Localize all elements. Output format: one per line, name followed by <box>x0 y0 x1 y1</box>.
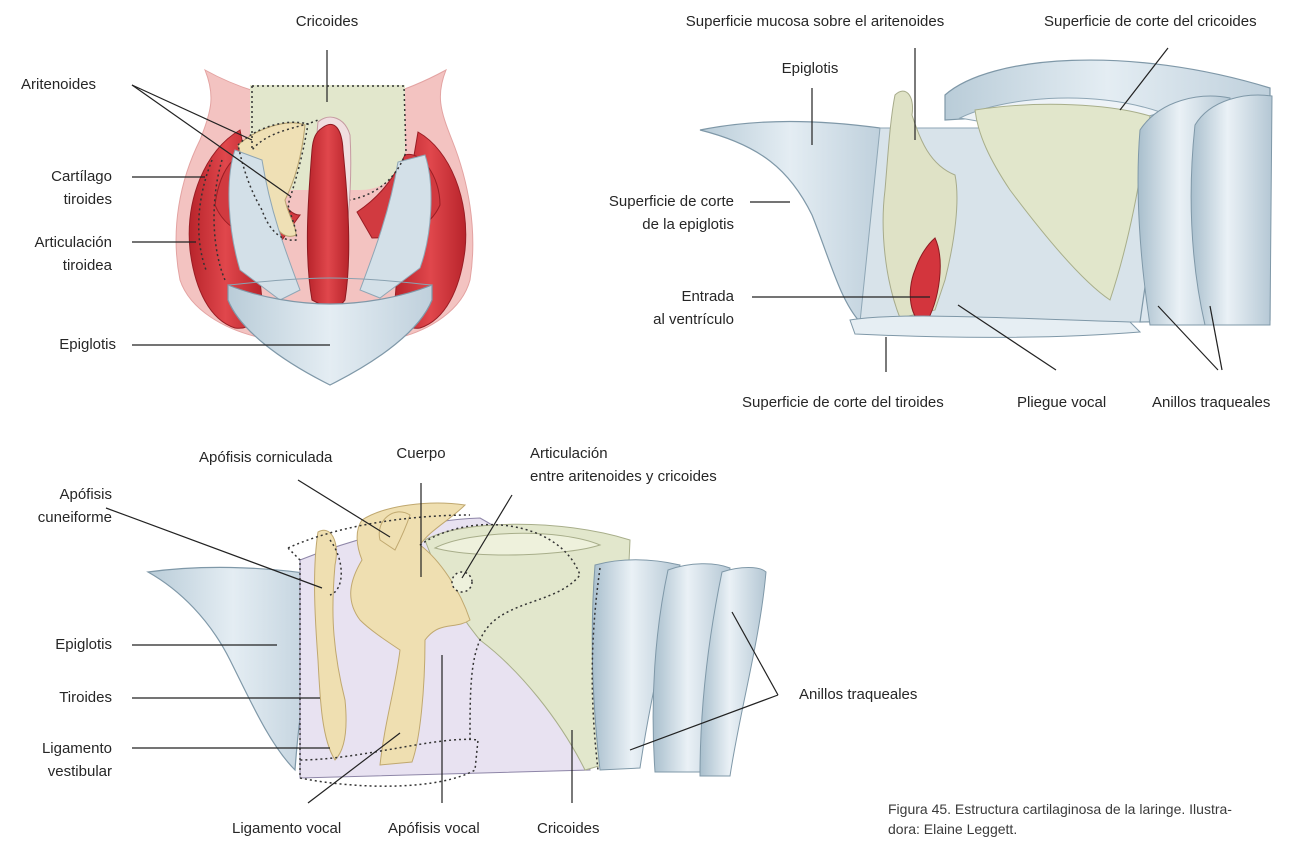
label-cartilago-line2: tiroides <box>8 189 112 211</box>
figure-caption-line2: dora: Elaine Leggett. <box>888 819 1017 839</box>
label-cricoides-bottom: Cricoides <box>537 818 600 840</box>
label-superficie-mucosa: Superficie mucosa sobre el aritenoides <box>650 11 980 33</box>
label-entrada-line2: al ventrículo <box>600 309 734 331</box>
label-articulacion-ac-line2: entre aritenoides y cricoides <box>530 466 717 488</box>
sagittal-section <box>700 60 1272 337</box>
label-aritenoides: Aritenoides <box>21 74 96 96</box>
label-anillos-traqueales-top: Anillos traqueales <box>1152 392 1270 414</box>
vocal-fold-center <box>307 124 348 312</box>
label-articulacion-tiroidea-line1: Articulación <box>8 232 112 254</box>
label-anillos-traqueales-bottom: Anillos traqueales <box>799 684 917 706</box>
epiglottis-lateral <box>148 567 318 770</box>
label-pliegue-vocal: Pliegue vocal <box>1017 392 1106 414</box>
label-corte-epiglotis-line2: de la epiglotis <box>570 214 734 236</box>
tracheal-ring-2 <box>1191 95 1272 325</box>
cricoarytenoid-joint <box>452 572 472 592</box>
label-superficie-corte-cricoides: Superficie de corte del cricoides <box>1044 11 1257 33</box>
label-epiglotis-right: Epiglotis <box>760 58 860 80</box>
leader-apofisis-corniculada <box>298 480 390 537</box>
label-apofisis-corniculada: Apófisis corniculada <box>199 447 332 469</box>
label-tiroides: Tiroides <box>8 687 112 709</box>
label-superficie-corte-tiroides: Superficie de corte del tiroides <box>742 392 944 414</box>
superior-view <box>176 70 473 385</box>
label-apofisis-cuneiforme-line2: cuneiforme <box>8 507 112 529</box>
label-ligamento-vocal: Ligamento vocal <box>232 818 341 840</box>
label-apofisis-vocal: Apófisis vocal <box>388 818 480 840</box>
label-articulacion-ac-line1: Articulación <box>530 443 608 465</box>
label-ligamento-vestibular-line2: vestibular <box>8 761 112 783</box>
label-epiglotis-top: Epiglotis <box>8 334 116 356</box>
figure-caption-line1: Figura 45. Estructura cartilaginosa de l… <box>888 799 1232 819</box>
label-corte-epiglotis-line1: Superficie de corte <box>570 191 734 213</box>
label-epiglotis-bottom: Epiglotis <box>8 634 112 656</box>
label-apofisis-cuneiforme-line1: Apófisis <box>8 484 112 506</box>
label-cricoides-top: Cricoides <box>282 11 372 33</box>
label-cuerpo: Cuerpo <box>380 443 462 465</box>
label-ligamento-vestibular-line1: Ligamento <box>8 738 112 760</box>
label-cartilago-line1: Cartílago <box>8 166 112 188</box>
label-articulacion-tiroidea-line2: tiroidea <box>8 255 112 277</box>
label-entrada-line1: Entrada <box>600 286 734 308</box>
